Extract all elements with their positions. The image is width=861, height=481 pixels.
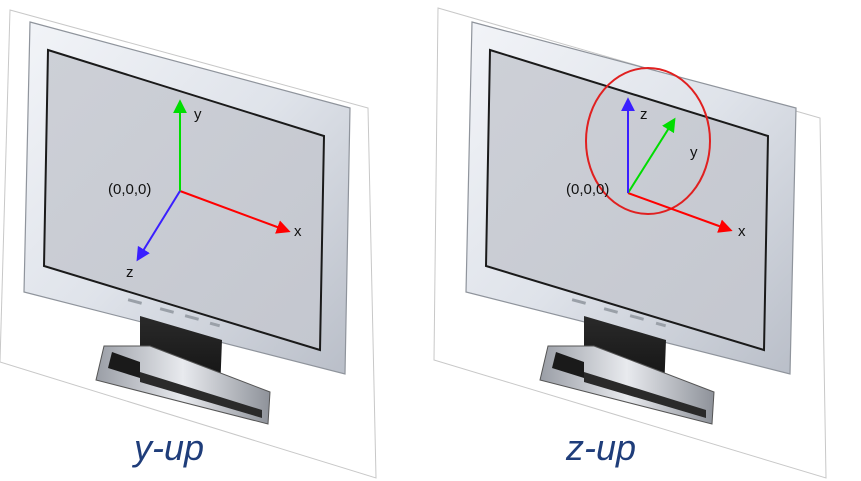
monitor — [465, 21, 797, 425]
z-axis-label: z — [640, 106, 648, 123]
z-axis-arrow — [136, 190, 181, 262]
panel-z-up: x y z (0,0,0) z-up — [433, 7, 827, 479]
monitor-buttons — [127, 298, 221, 328]
y-axis-label: y — [194, 106, 202, 123]
panel-y-up: x y z (0,0,0) y-up — [0, 9, 377, 479]
caption-z-up: z-up — [565, 427, 636, 468]
monitor-screen — [42, 48, 326, 352]
highlight-circle — [585, 67, 711, 215]
y-axis-arrow — [627, 117, 676, 194]
monitor-buttons — [571, 298, 667, 328]
axes-z-up: x y z (0,0,0) — [566, 97, 746, 240]
x-axis-arrow — [179, 190, 291, 234]
x-axis-label: x — [294, 223, 302, 240]
caption-y-up: y-up — [131, 427, 204, 468]
x-axis-arrow — [627, 192, 733, 233]
z-axis-label: z — [126, 264, 134, 281]
monitor-stand-base-front — [584, 372, 706, 418]
axes-y-up: x y z (0,0,0) — [108, 99, 302, 281]
monitor-stand-base-front — [140, 372, 262, 418]
y-axis-label: y — [690, 144, 698, 161]
origin-label: (0,0,0) — [566, 181, 609, 198]
origin-label: (0,0,0) — [108, 181, 151, 198]
x-axis-label: x — [738, 223, 746, 240]
monitor-stand-base-top — [552, 352, 584, 378]
monitor-stand-base-top — [108, 352, 140, 378]
monitor — [23, 21, 351, 425]
monitor-screen — [484, 48, 770, 352]
